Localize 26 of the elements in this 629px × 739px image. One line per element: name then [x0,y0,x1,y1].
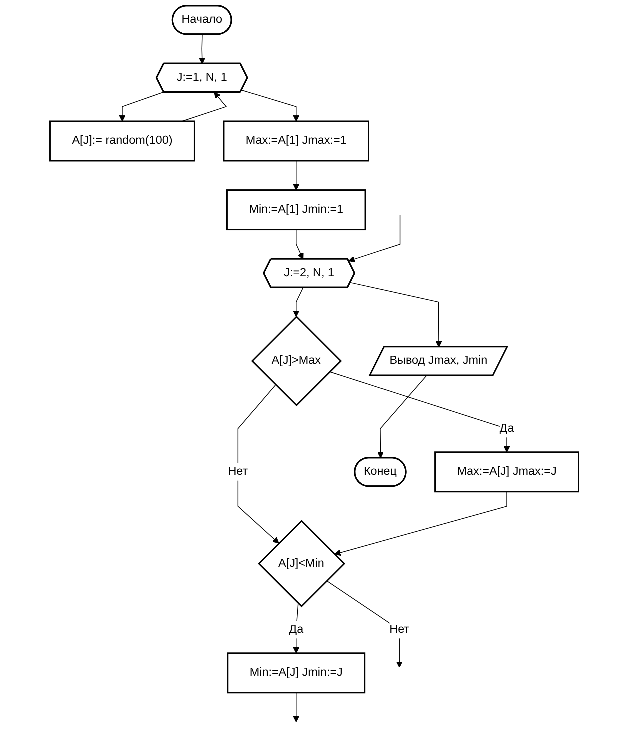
arrow [330,372,510,453]
node-box: Max:=A[1] Jmax:=1 [223,120,370,162]
arrow [348,215,401,262]
node-box: Min:=A[1] Jmin:=1 [226,190,366,231]
node-diamond: A[J]<Min [258,520,346,608]
arrow [378,375,428,458]
node-box: Max:=A[J] Jmax:=J [434,452,580,493]
arrow [296,229,304,260]
arrow [293,603,300,654]
arrow [326,580,403,668]
arrow [350,282,442,348]
edge-label: Нет [228,466,248,478]
arrow [242,90,300,122]
arrow [238,384,280,544]
node-diamond: A[J]>Max [251,316,342,407]
arrow [119,92,164,122]
edge-label: Нет [390,623,410,636]
arrow [293,288,304,318]
arrow [334,492,508,556]
arrow [293,692,300,722]
edge-label: Да [289,623,304,636]
node-box: A[J]:= random(100) [50,120,196,162]
edge-label: Да [500,422,514,435]
node-box: Min:=A[J] Jmin:=J [227,652,366,694]
arrow [293,160,300,191]
arrow [199,34,206,64]
